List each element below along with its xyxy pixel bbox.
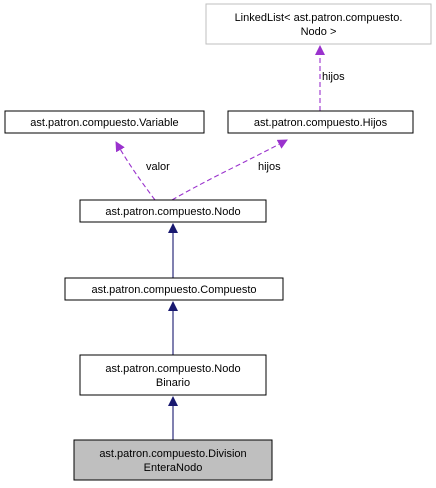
node-box-variable [4, 110, 205, 134]
edge-variable-to-nodo [115, 141, 156, 201]
node-variable[interactable]: ast.patron.compuesto.Variable [4, 110, 205, 134]
node-box-nodobinario [79, 354, 267, 396]
node-label-division-line-0: ast.patron.compuesto.Division [99, 448, 246, 460]
edge-label-linkedlist-to-hijos: hijos [322, 71, 345, 83]
node-label-linkedlist-line-1: Nodo > [301, 26, 337, 38]
node-label-linkedlist-line-0: LinkedList< ast.patron.compuesto. [235, 12, 403, 24]
node-nodo[interactable]: ast.patron.compuesto.Nodo [79, 199, 267, 223]
node-label-nodobinario-line-0: ast.patron.compuesto.Nodo [105, 363, 240, 375]
node-box-compuesto [64, 277, 284, 301]
edge-label-variable-to-nodo: valor [146, 161, 170, 173]
node-label-hijos-line-0: ast.patron.compuesto.Hijos [254, 117, 388, 129]
node-label-variable-line-0: ast.patron.compuesto.Variable [30, 117, 178, 129]
node-hijos[interactable]: ast.patron.compuesto.Hijos [227, 110, 414, 134]
node-label-nodobinario-line-1: Binario [156, 377, 190, 389]
edge-hijos-to-nodo [171, 139, 288, 201]
edges-layer: hijos valor hijos [115, 45, 345, 440]
node-label-compuesto-line-0: ast.patron.compuesto.Compuesto [91, 284, 256, 296]
node-compuesto[interactable]: ast.patron.compuesto.Compuesto [64, 277, 284, 301]
node-box-nodo [79, 199, 267, 223]
node-box-hijos [227, 110, 414, 134]
node-box-division [73, 439, 273, 481]
node-label-nodo-line-0: ast.patron.compuesto.Nodo [105, 206, 240, 218]
node-linkedlist[interactable]: LinkedList< ast.patron.compuesto. Nodo > [205, 3, 432, 45]
node-label-division-line-1: EnteraNodo [144, 462, 203, 474]
node-box-linkedlist [205, 3, 432, 45]
nodes-layer: LinkedList< ast.patron.compuesto. Nodo > a… [4, 3, 432, 481]
edge-label-hijos-to-nodo: hijos [258, 161, 281, 173]
